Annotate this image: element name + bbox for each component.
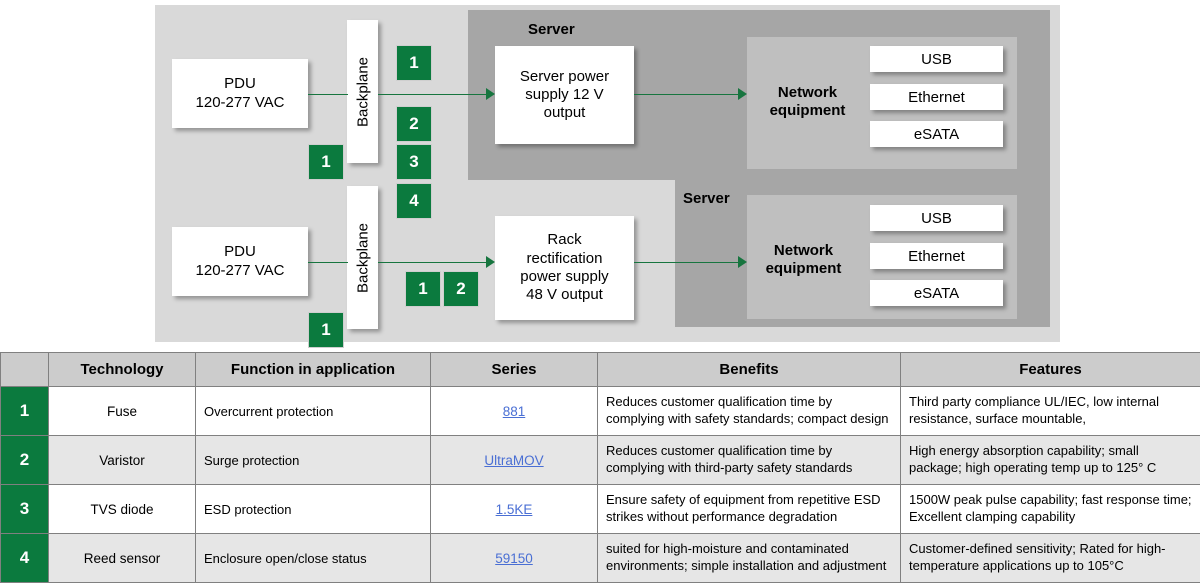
cell-function: ESD protection <box>196 485 431 534</box>
cell-features: 1500W peak pulse capability; fast respon… <box>901 485 1200 534</box>
cell-features: High energy absorption capability; small… <box>901 436 1200 485</box>
wire-psu-to-network-1 <box>634 94 738 95</box>
port-esata-2: eSATA <box>870 280 1003 306</box>
series-link[interactable]: 1.5KE <box>496 502 533 517</box>
cell-benefits: Ensure safety of equipment from repetiti… <box>598 485 901 534</box>
column-header-function: Function in application <box>196 353 431 387</box>
psu-line2: supply 12 V <box>525 86 603 103</box>
component-table: Technology Function in application Serie… <box>0 352 1200 583</box>
wire-backplane-to-psu-2 <box>378 262 486 263</box>
pdu-box-2: PDU 120-277 VAC <box>172 227 308 296</box>
port-esata-1: eSATA <box>870 121 1003 147</box>
wire-backplane-to-psu-1 <box>378 94 486 95</box>
psu-line1: Rack <box>547 231 581 248</box>
row-index-badge: 1 <box>1 387 49 436</box>
diagram-badge-1-row2: 1 <box>405 271 441 307</box>
column-header-index <box>1 353 49 387</box>
diagram-badge-4-row1: 4 <box>396 183 432 219</box>
psu-line4: 48 V output <box>526 286 603 303</box>
network-equipment-label-2: Network equipment <box>751 242 856 278</box>
network-label-line2: equipment <box>770 102 846 119</box>
diagram-badge-2-row2: 2 <box>443 271 479 307</box>
pdu-line2: 120-277 VAC <box>196 94 285 111</box>
arrow-head-psu-network-1 <box>738 88 747 100</box>
diagram-badge-3-row1: 3 <box>396 144 432 180</box>
column-header-benefits: Benefits <box>598 353 901 387</box>
column-header-series: Series <box>431 353 598 387</box>
cell-benefits: Reduces customer qualification time by c… <box>598 387 901 436</box>
wire-psu-to-network-2 <box>634 262 738 263</box>
backplane-1: Backplane <box>347 20 378 163</box>
arrow-head-backplane-psu-1 <box>486 88 495 100</box>
cell-technology: Fuse <box>49 387 196 436</box>
server-power-supply-box-1: Server power supply 12 V output <box>495 46 634 144</box>
rack-rectification-power-supply-box: Rack rectification power supply 48 V out… <box>495 216 634 320</box>
architecture-diagram: Server Network equipment USB Ethernet eS… <box>155 5 1060 342</box>
psu-line3: power supply <box>520 268 608 285</box>
row-index-badge: 3 <box>1 485 49 534</box>
network-label-line1: Network <box>774 242 833 259</box>
column-header-features: Features <box>901 353 1200 387</box>
psu-line3: output <box>544 104 586 121</box>
port-ethernet-2: Ethernet <box>870 243 1003 269</box>
psu-line2: rectification <box>527 250 603 267</box>
cell-series[interactable]: 881 <box>431 387 598 436</box>
cell-features: Customer-defined sensitivity; Rated for … <box>901 534 1200 583</box>
arrow-head-psu-network-2 <box>738 256 747 268</box>
cell-series[interactable]: 1.5KE <box>431 485 598 534</box>
cell-function: Enclosure open/close status <box>196 534 431 583</box>
column-header-technology: Technology <box>49 353 196 387</box>
diagram-badge-left-1-row1: 1 <box>308 144 344 180</box>
cell-series[interactable]: 59150 <box>431 534 598 583</box>
wire-pdu-to-backplane-2 <box>308 262 348 263</box>
cell-function: Overcurrent protection <box>196 387 431 436</box>
table-row: 3 TVS diode ESD protection 1.5KE Ensure … <box>1 485 1200 534</box>
backplane-label-2: Backplane <box>354 222 371 292</box>
cell-technology: Reed sensor <box>49 534 196 583</box>
diagram-badge-2-row1: 2 <box>396 106 432 142</box>
diagram-badge-left-1-row2: 1 <box>308 312 344 348</box>
series-link[interactable]: 59150 <box>495 551 533 566</box>
port-usb-2: USB <box>870 205 1003 231</box>
backplane-label-1: Backplane <box>354 56 371 126</box>
network-equipment-label-1: Network equipment <box>755 84 860 120</box>
cell-benefits: suited for high-moisture and contaminate… <box>598 534 901 583</box>
series-link[interactable]: 881 <box>503 404 526 419</box>
pdu-line1: PDU <box>224 75 256 92</box>
table-header-row: Technology Function in application Serie… <box>1 353 1200 387</box>
wire-pdu-to-backplane-1 <box>308 94 348 95</box>
row-index-badge: 2 <box>1 436 49 485</box>
cell-technology: Varistor <box>49 436 196 485</box>
arrow-head-backplane-psu-2 <box>486 256 495 268</box>
pdu-box-1: PDU 120-277 VAC <box>172 59 308 128</box>
server-label-2: Server <box>683 190 730 207</box>
psu-line1: Server power <box>520 68 609 85</box>
port-ethernet-1: Ethernet <box>870 84 1003 110</box>
cell-series[interactable]: UltraMOV <box>431 436 598 485</box>
cell-function: Surge protection <box>196 436 431 485</box>
server-label-1: Server <box>528 21 575 38</box>
table-row: 4 Reed sensor Enclosure open/close statu… <box>1 534 1200 583</box>
series-link[interactable]: UltraMOV <box>484 453 543 468</box>
pdu-line2: 120-277 VAC <box>196 262 285 279</box>
cell-benefits: Reduces customer qualification time by c… <box>598 436 901 485</box>
backplane-2: Backplane <box>347 186 378 329</box>
network-label-line1: Network <box>778 84 837 101</box>
port-usb-1: USB <box>870 46 1003 72</box>
table-row: 2 Varistor Surge protection UltraMOV Red… <box>1 436 1200 485</box>
table-row: 1 Fuse Overcurrent protection 881 Reduce… <box>1 387 1200 436</box>
diagram-badge-1-row1: 1 <box>396 45 432 81</box>
network-label-line2: equipment <box>766 260 842 277</box>
row-index-badge: 4 <box>1 534 49 583</box>
pdu-line1: PDU <box>224 243 256 260</box>
cell-technology: TVS diode <box>49 485 196 534</box>
cell-features: Third party compliance UL/IEC, low inter… <box>901 387 1200 436</box>
